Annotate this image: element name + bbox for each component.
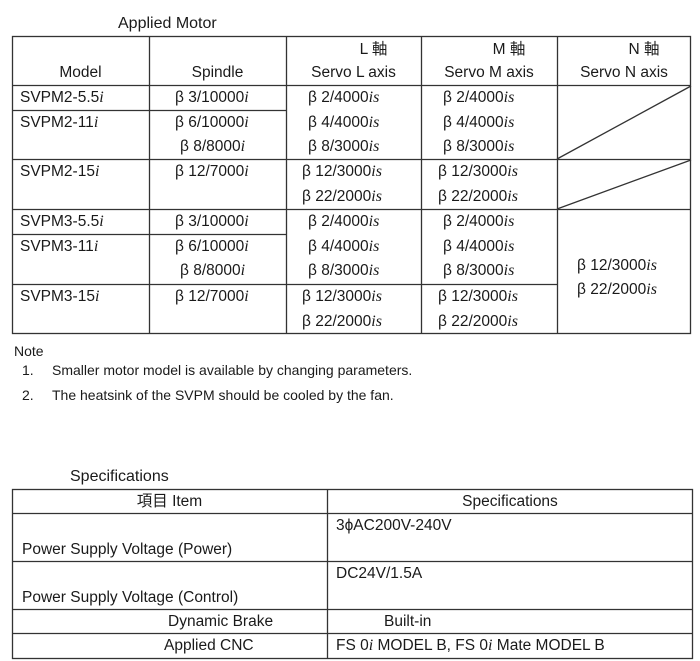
spec-value: Built-in xyxy=(384,613,432,630)
spec-item: Power Supply Voltage (Control) xyxy=(22,589,239,606)
motor-section-title: Applied Motor xyxy=(118,15,217,32)
servo-m-cell: β 4/4000is xyxy=(443,114,515,131)
servo-m-cell: β 22/2000is xyxy=(438,188,518,205)
servo-n-cell: β 12/3000is xyxy=(577,257,657,274)
servo-l-cell: β 22/2000is xyxy=(302,313,382,330)
spindle-cell: β 8/8000i xyxy=(180,262,246,279)
servo-l-cell: β 12/3000is xyxy=(302,288,382,305)
servo-l-cell: β 8/3000is xyxy=(308,138,380,155)
header-servo-m-kanji: M 軸 xyxy=(492,41,526,58)
servo-l-cell: β 2/4000is xyxy=(308,213,380,230)
spindle-cell: β 12/7000i xyxy=(175,163,249,180)
spindle-cell: β 6/10000i xyxy=(175,114,249,131)
spindle-cell: β 6/10000i xyxy=(175,238,249,255)
spec-item: Dynamic Brake xyxy=(168,613,274,630)
spec-value: 3ϕAC200V-240V xyxy=(336,517,452,534)
notes-heading: Note xyxy=(14,343,44,359)
motor-table-border xyxy=(11,35,692,335)
header-servo-m: Servo M axis xyxy=(444,64,534,81)
spindle-cell: β 3/10000i xyxy=(175,89,249,106)
spec-item: Applied CNC xyxy=(164,637,254,654)
header-spindle: Spindle xyxy=(191,64,244,81)
spec-value: FS 0i MODEL B, FS 0i Mate MODEL B xyxy=(336,637,605,654)
header-model: Model xyxy=(59,64,102,81)
model-cell: SVPM3-5.5i xyxy=(20,213,104,230)
servo-m-cell: β 2/4000is xyxy=(443,89,515,106)
servo-m-cell: β 8/3000is xyxy=(443,138,515,155)
servo-m-cell: β 12/3000is xyxy=(438,163,518,180)
servo-l-cell: β 4/4000is xyxy=(308,114,380,131)
n-axis-diagonal-1 xyxy=(556,85,692,160)
servo-l-cell: β 12/3000is xyxy=(302,163,382,180)
header-servo-l: Servo L axis xyxy=(311,64,396,81)
spindle-cell: β 8/8000i xyxy=(180,138,246,155)
spec-item: Power Supply Voltage (Power) xyxy=(22,541,233,558)
model-cell: SVPM3-15i xyxy=(20,288,100,305)
servo-m-cell: β 22/2000is xyxy=(438,313,518,330)
note-number: 2. xyxy=(22,387,34,403)
servo-m-cell: β 12/3000is xyxy=(438,288,518,305)
spec-header-spec: Specifications xyxy=(462,493,558,510)
servo-l-cell: β 22/2000is xyxy=(302,188,382,205)
spec-table-border xyxy=(11,488,694,660)
n-axis-diagonal-2 xyxy=(556,159,692,210)
note-text: The heatsink of the SVPM should be coole… xyxy=(52,387,394,403)
header-servo-l-kanji: L 軸 xyxy=(359,41,388,58)
note-number: 1. xyxy=(22,362,34,378)
model-cell: SVPM2-15i xyxy=(20,163,100,180)
header-servo-n: Servo N axis xyxy=(580,64,668,81)
servo-n-cell: β 22/2000is xyxy=(577,281,657,298)
spec-section-title: Specifications xyxy=(70,468,169,485)
servo-l-cell: β 4/4000is xyxy=(308,238,380,255)
servo-m-cell: β 4/4000is xyxy=(443,238,515,255)
header-servo-n-kanji: N 軸 xyxy=(628,41,660,58)
servo-m-cell: β 2/4000is xyxy=(443,213,515,230)
spec-value: DC24V/1.5A xyxy=(336,565,423,582)
model-cell: SVPM2-5.5i xyxy=(20,89,104,106)
model-cell: SVPM3-11i xyxy=(20,238,99,255)
servo-m-cell: β 8/3000is xyxy=(443,262,515,279)
note-text: Smaller motor model is available by chan… xyxy=(52,362,413,378)
servo-l-cell: β 8/3000is xyxy=(308,262,380,279)
servo-l-cell: β 2/4000is xyxy=(308,89,380,106)
spindle-cell: β 3/10000i xyxy=(175,213,249,230)
model-cell: SVPM2-11i xyxy=(20,114,99,131)
spindle-cell: β 12/7000i xyxy=(175,288,249,305)
spec-header-item: 項目 Item xyxy=(136,493,203,510)
